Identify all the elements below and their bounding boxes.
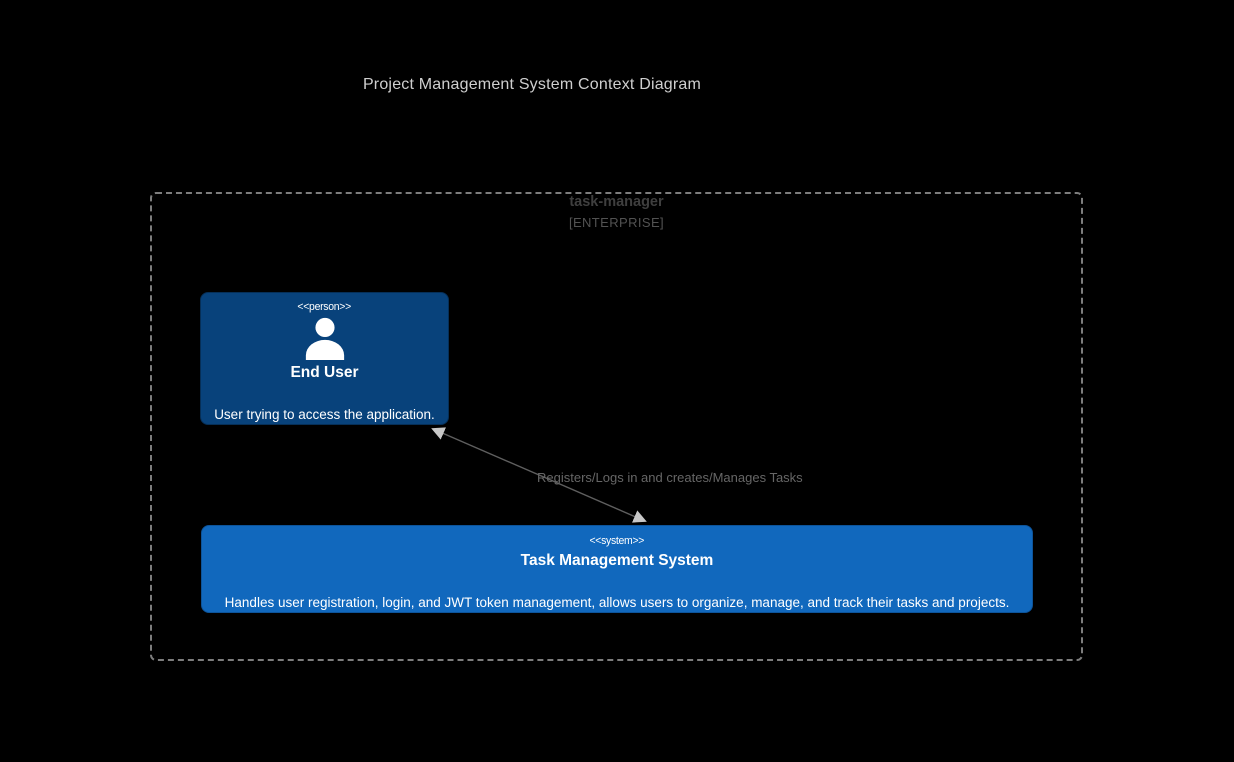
person-name: End User (290, 364, 359, 381)
boundary-type-label: [ENTERPRISE] (568, 215, 665, 230)
system-node-task-management: <<system>> Task Management System Handle… (201, 525, 1033, 613)
system-description: Handles user registration, login, and JW… (224, 595, 1010, 610)
diagram-title: Project Management System Context Diagra… (362, 76, 702, 93)
person-node-end-user: <<person>> End User User trying to acces… (200, 292, 449, 425)
enterprise-boundary-box (150, 192, 1083, 661)
boundary-name: task-manager (569, 194, 664, 210)
person-icon (302, 316, 348, 360)
system-stereotype: <<system>> (589, 535, 645, 547)
person-stereotype: <<person>> (297, 301, 352, 313)
boundary-label: task-manager [ENTERPRISE] (150, 194, 1083, 230)
person-description: User trying to access the application. (214, 407, 435, 422)
system-name: Task Management System (520, 552, 714, 569)
relationship-label: Registers/Logs in and creates/Manages Ta… (537, 470, 803, 485)
